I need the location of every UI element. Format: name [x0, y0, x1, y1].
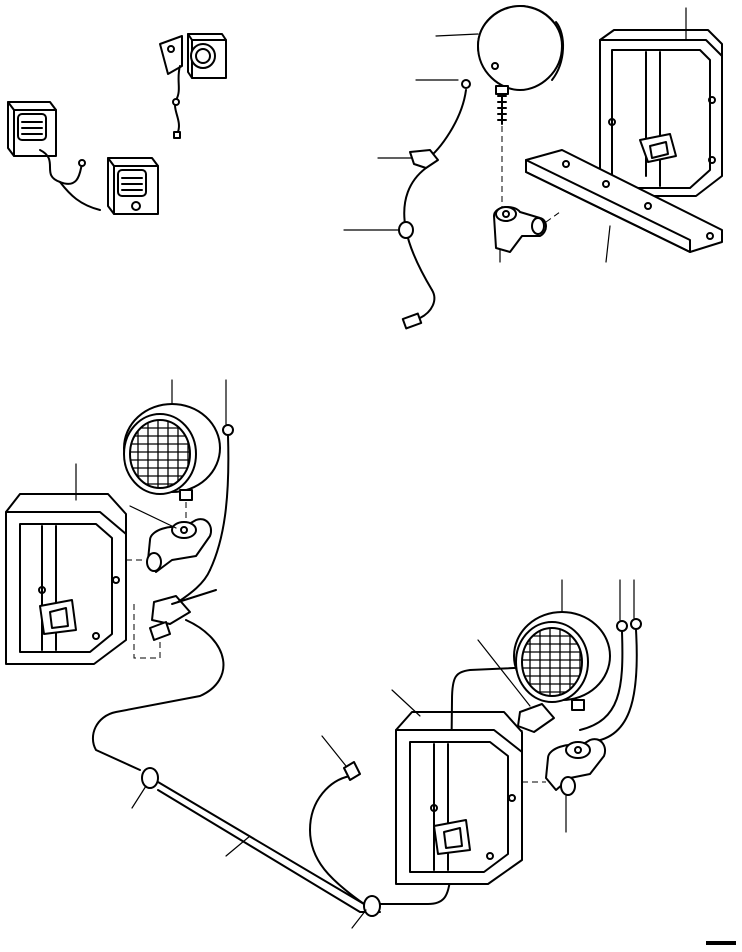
lamp-top-right: [477, 5, 565, 125]
mount-bottom-right: [522, 738, 606, 833]
guard-top-right: [599, 29, 723, 197]
small-lamp-upper: [159, 33, 227, 139]
bracket-top-right: [525, 149, 723, 253]
mount-top-right: [493, 126, 561, 253]
leader-lines-top-right: [343, 7, 687, 263]
harness-top-right: [398, 79, 471, 330]
guard-bottom-right: [391, 689, 523, 885]
small-lamp-left: [7, 101, 101, 211]
mount-bottom-left: [126, 505, 212, 573]
page-marker: [706, 941, 736, 945]
work-lamp-left: [123, 379, 234, 571]
guard-bottom-left: [5, 463, 127, 665]
small-lamp-right: [107, 157, 159, 215]
work-lamp-right: [513, 579, 642, 743]
